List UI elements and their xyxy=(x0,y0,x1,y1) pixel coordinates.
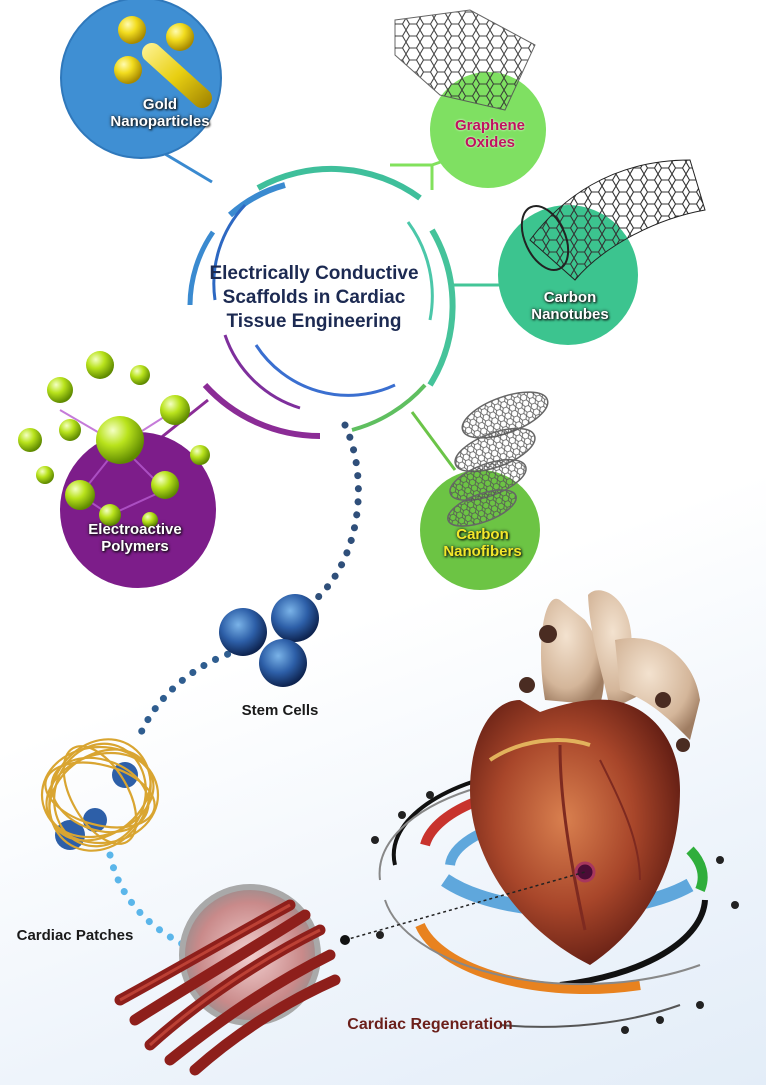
polymers-label-line1: Electroactive xyxy=(88,521,182,538)
heart-illustration xyxy=(470,590,700,965)
central-ring xyxy=(187,165,456,440)
cardiac-regeneration-label: Cardiac Regeneration xyxy=(347,1016,513,1033)
nanofibers-label-line1: Carbon xyxy=(456,526,509,543)
polymers-label-line2: Polymers xyxy=(101,537,169,555)
nanotubes-label-line1: Carbon xyxy=(543,289,597,306)
heart-ring-dots xyxy=(371,791,739,1034)
graphene-label-line1: Graphene xyxy=(454,117,526,134)
electroactive-polymers-node xyxy=(18,351,216,588)
carbon-nanofibers-label: Carbon Nanofibers xyxy=(425,526,540,561)
graphene-label-line2: Oxides xyxy=(464,133,516,151)
nanofibers-label-line2: Nanofibers xyxy=(443,542,522,560)
gold-label-line2: Nanoparticles xyxy=(110,112,210,130)
graphene-oxides-node xyxy=(394,9,546,188)
carbon-nanotubes-node xyxy=(498,159,706,345)
gold-nanoparticles-node xyxy=(60,0,222,159)
graphene-oxides-label: Graphene Oxides xyxy=(440,117,540,152)
central-title: Electrically Conductive Scaffolds in Car… xyxy=(209,263,419,332)
electroactive-polymers-label: Electroactive Polymers xyxy=(60,521,210,556)
stem-cells-graphic xyxy=(219,594,319,687)
cardiac-patch-graphic xyxy=(40,738,160,852)
defect-pointer xyxy=(340,871,586,945)
gold-label-line1: Gold xyxy=(142,96,178,113)
cardiac-patches-label: Cardiac Patches xyxy=(16,927,134,944)
nanotubes-label-line2: Nanotubes xyxy=(531,305,609,323)
carbon-nanotubes-label: Carbon Nanotubes xyxy=(510,289,630,324)
gold-nanoparticles-label: Gold Nanoparticles xyxy=(95,96,225,131)
carbon-nanofibers-node xyxy=(420,391,549,590)
cardiac-muscle-graphic xyxy=(114,884,341,1076)
stem-cells-label: Stem Cells xyxy=(241,702,319,719)
